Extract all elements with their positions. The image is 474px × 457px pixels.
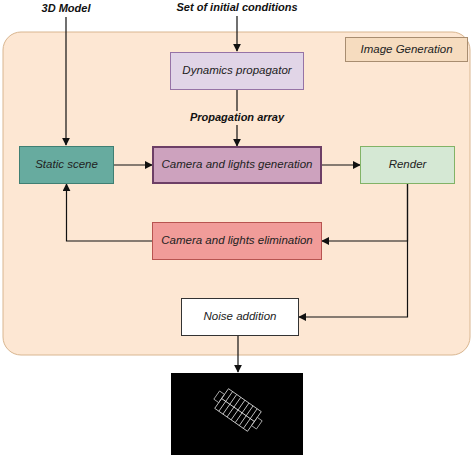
input-label: Set of initial conditions	[177, 1, 298, 14]
edge-label: Propagation array	[187, 111, 287, 124]
input-arrow	[65, 17, 66, 145]
flow-arrow	[322, 164, 360, 165]
box-label: Camera and lights elimination	[161, 234, 313, 248]
input-label: 3D Model	[42, 2, 91, 15]
box-label: Noise addition	[204, 310, 277, 324]
group-panel: Image GenerationDynamics propagatorStati…	[3, 32, 470, 355]
panel-title: Image Generation	[360, 43, 452, 57]
flow-arrow	[322, 184, 408, 241]
output-arrow	[237, 336, 238, 372]
process-box: Camera and lights elimination	[152, 222, 322, 260]
process-box: Static scene	[19, 146, 114, 184]
flow-arrow	[67, 184, 153, 241]
process-box: Camera and lights generation	[152, 146, 322, 184]
process-box: Noise addition	[181, 298, 299, 336]
box-label: Camera and lights generation	[162, 158, 313, 172]
box-label: Static scene	[35, 158, 98, 172]
rendered-image	[171, 373, 303, 455]
box-label: Render	[389, 158, 427, 172]
process-box: Dynamics propagator	[170, 52, 304, 90]
input-arrow	[236, 16, 237, 51]
flow-arrow	[114, 164, 152, 165]
process-box: Render	[360, 146, 455, 184]
satellite-illustration	[210, 385, 266, 434]
box-label: Dynamics propagator	[182, 64, 291, 78]
panel-outline	[3, 32, 470, 355]
title-tab: Image Generation	[345, 37, 468, 62]
